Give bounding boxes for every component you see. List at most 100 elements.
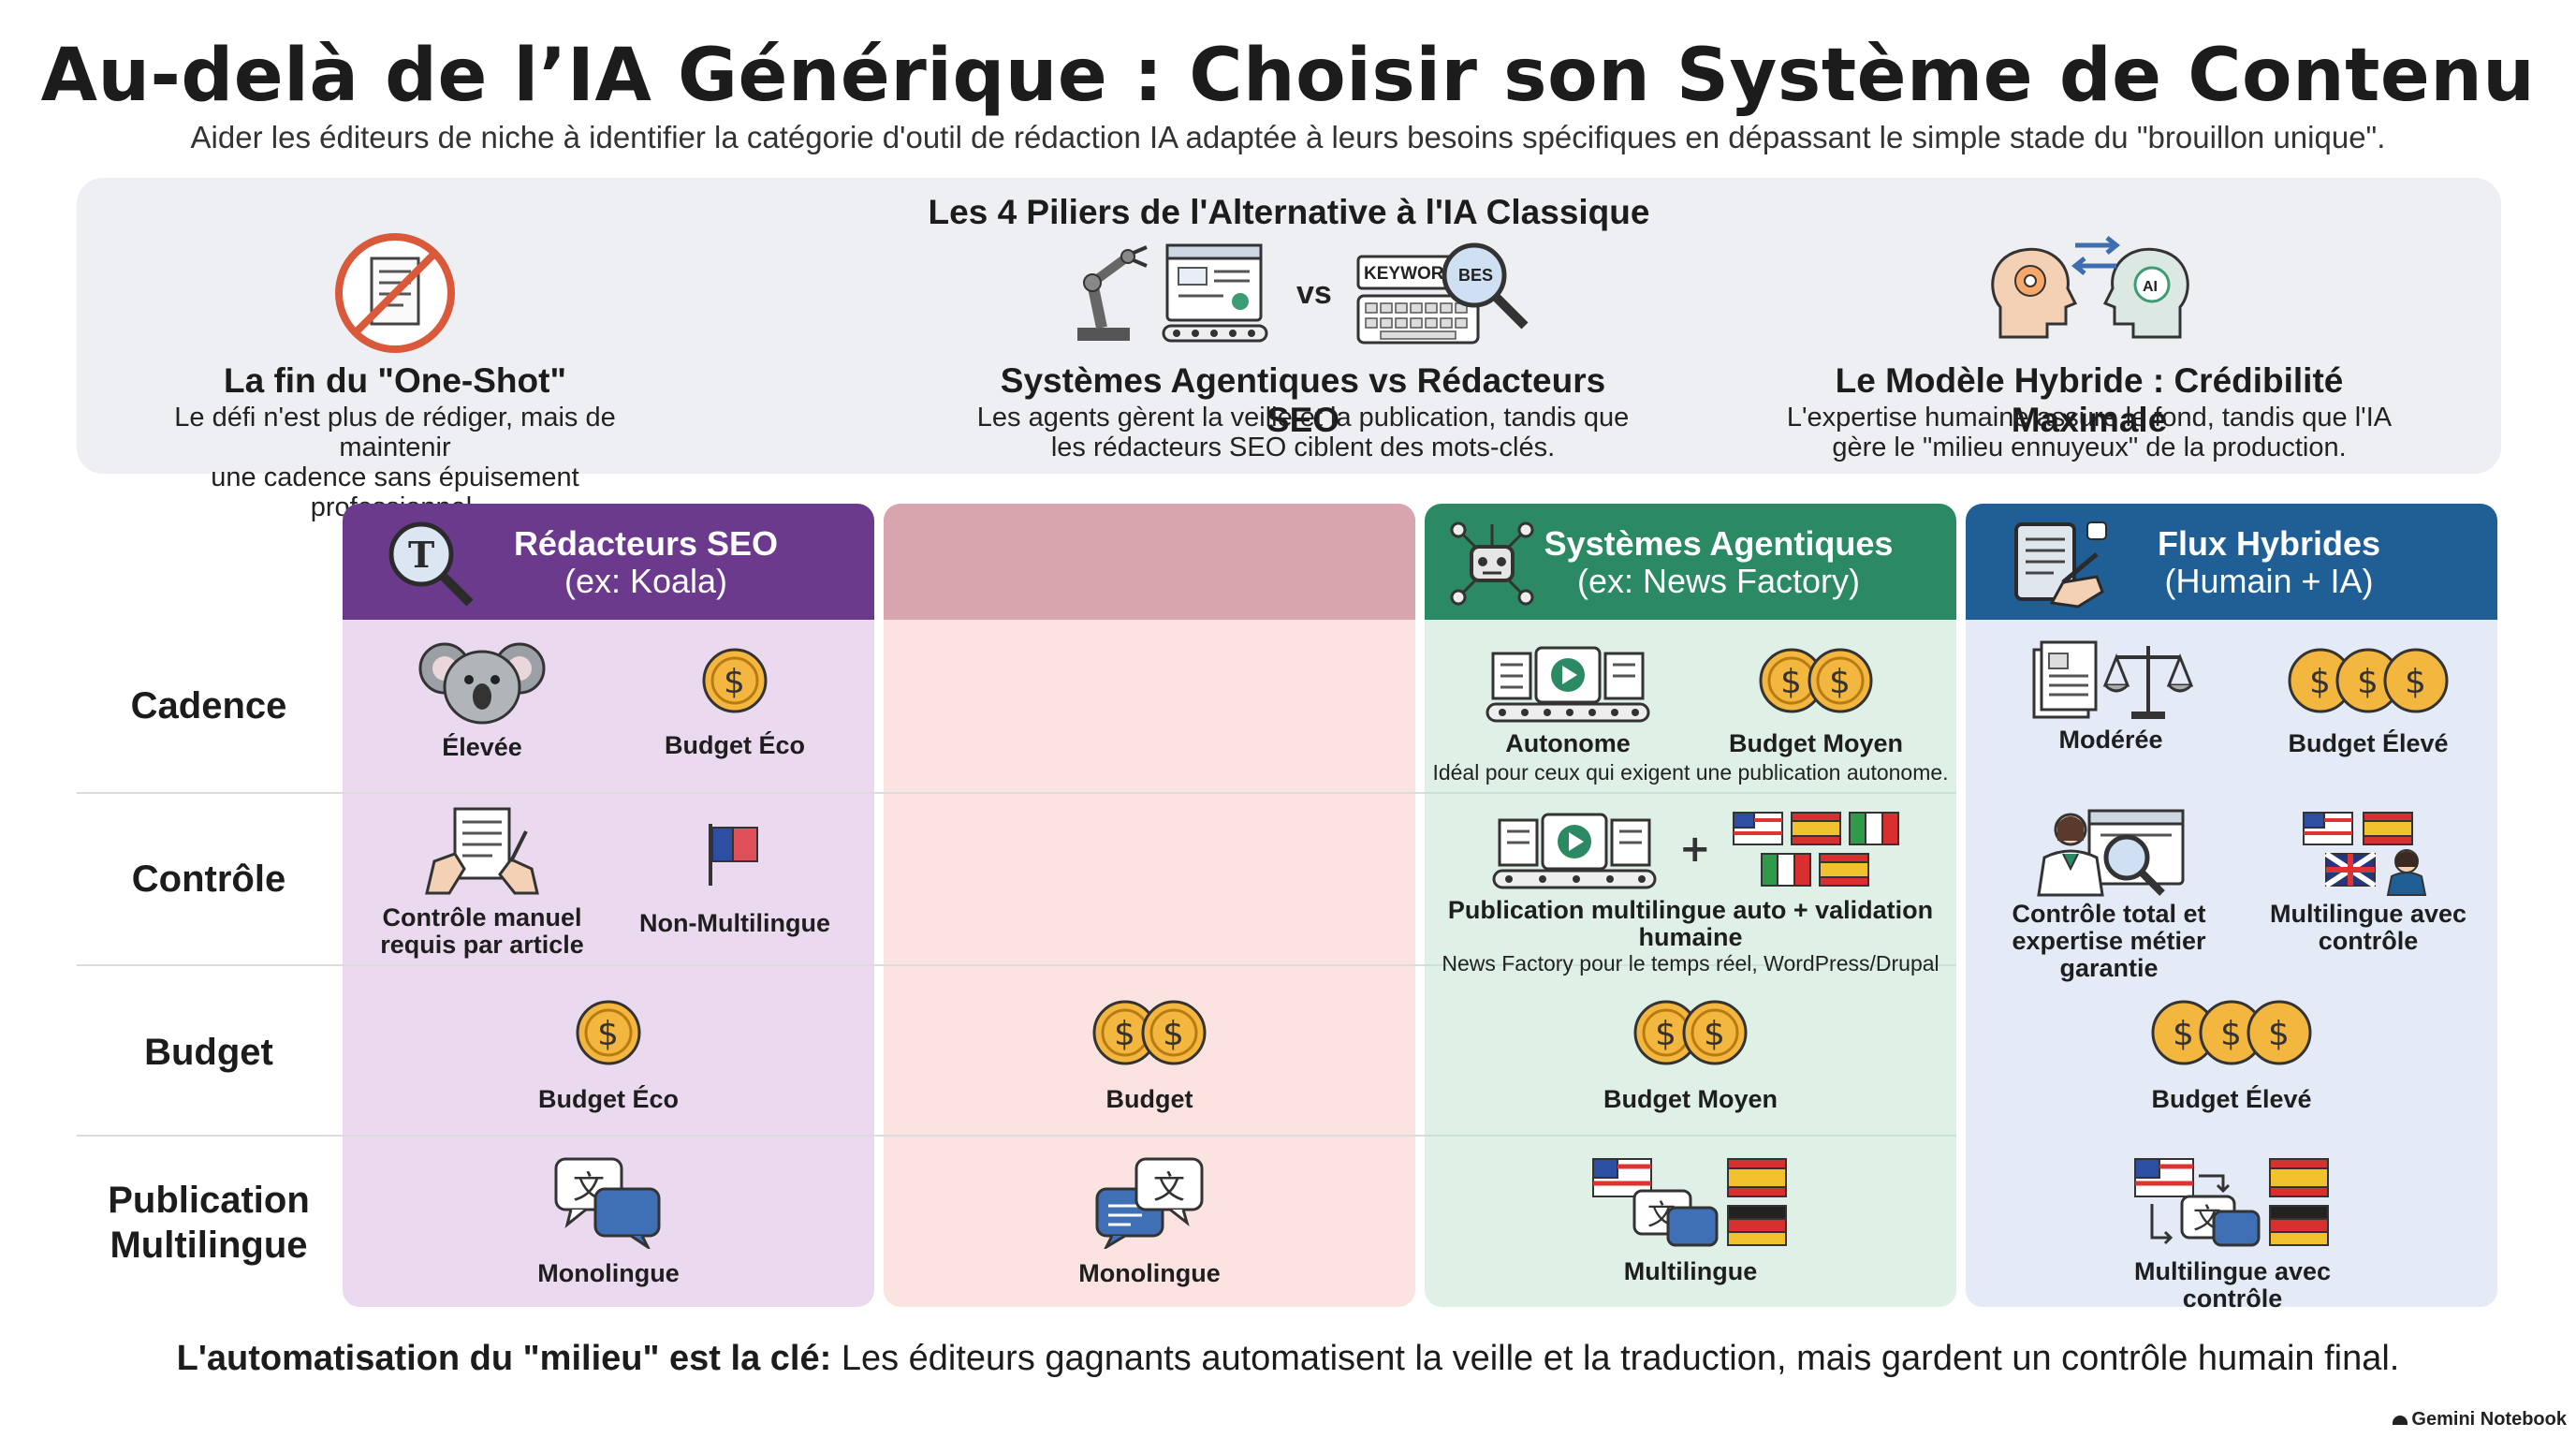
row-divider — [1425, 1135, 1956, 1137]
footer-takeaway: L'automatisation du "milieu" est la clé:… — [176, 1339, 2400, 1378]
pillar-title: Systèmes Agentiques vs Rédacteurs SEO — [1000, 361, 1606, 439]
translate-bubbles-icon: 文 — [554, 1157, 661, 1249]
column-title: Systèmes Agentiques — [1544, 524, 1894, 563]
row-divider — [1425, 792, 1956, 794]
svg-text:$: $ — [1704, 1015, 1725, 1053]
two-coins-icon: $$ — [1092, 1000, 1207, 1065]
column-subtitle: (ex: News Factory) — [1576, 562, 1861, 600]
pillar-desc: L'expertise humaine assure le fond, tand… — [1786, 403, 2393, 462]
svg-text:文: 文 — [1153, 1169, 1185, 1207]
conveyor-flags-icon: + — [1492, 812, 1899, 889]
column-header-empty — [884, 504, 1415, 620]
row-label-cadence: Cadence — [130, 685, 287, 726]
pillar-desc: Les agents gèrent la veille et la public… — [976, 403, 1630, 462]
svg-text:$: $ — [1829, 663, 1851, 701]
svg-text:AI: AI — [2143, 279, 2158, 295]
svg-text:$: $ — [1114, 1015, 1135, 1053]
expert-screen-icon — [2037, 809, 2185, 897]
column-hybrid: Flux Hybrides (Humain + IA) — [1966, 504, 2497, 1307]
hand-editing-icon — [425, 807, 539, 895]
column-budget-mono — [884, 504, 1415, 1307]
svg-text:$: $ — [2357, 663, 2378, 701]
agent-cadence-budget: $$ Budget Moyen — [1722, 646, 1910, 757]
svg-text:$: $ — [724, 663, 745, 701]
gemini-logo-icon — [2393, 1415, 2408, 1425]
svg-text:+: + — [1679, 828, 1711, 871]
row-divider — [77, 792, 1425, 794]
koala-icon — [418, 642, 546, 725]
hybrid-multi: 文 Multilingue avec contrôle — [2097, 1153, 2368, 1313]
svg-text:KEYWOR: KEYWOR — [1364, 264, 1444, 284]
flags-translate-icon: 文 — [1592, 1158, 1787, 1247]
document-scale-icon — [2032, 640, 2194, 719]
agent-cadence-note: Idéal pour ceux qui exigent une publicat… — [1432, 760, 1949, 785]
seo-budget: $ Budget Éco — [515, 998, 702, 1113]
pillars-panel: Les 4 Piliers de l'Alternative à l'IA Cl… — [77, 178, 2501, 522]
column-header-seo: T Rédacteurs SEO (ex: Koala) — [343, 504, 874, 620]
magnifier-t-icon: T — [384, 517, 477, 615]
seo-cadence-koala: Élevée — [402, 637, 562, 761]
robot-network-icon — [1445, 517, 1539, 615]
agent-controle-multi-auto: + Publication multilingue auto + validat… — [1432, 809, 1949, 976]
pillar-title: Le Modèle Hybride : Crédibilité Maximale — [1835, 361, 2344, 439]
column-subtitle: (Humain + IA) — [2164, 562, 2374, 600]
column-title: Rédacteurs SEO — [513, 524, 779, 563]
tablet-pen-icon — [2007, 517, 2110, 615]
column-agentic: Systèmes Agentiques (ex: News Factory) — [1425, 504, 1956, 1307]
hybrid-budget: $$$ Budget Élevé — [2129, 998, 2334, 1113]
two-coins-icon: $$ — [1633, 1000, 1748, 1065]
svg-text:BES: BES — [1458, 266, 1493, 285]
seo-controle-nonmulti: Non-Multilingue — [637, 820, 833, 937]
pillar-one-shot: La fin du "One-Shot" Le défi n'est plus … — [152, 178, 638, 522]
svg-text:$: $ — [2220, 1015, 2242, 1053]
row-divider — [77, 964, 1425, 966]
pillar-agents-vs-seo: vs KEYWOR BES Systèmes Agentiques vs Réd… — [975, 178, 1631, 474]
hybrid-cadence-budget: $$$ Budget Élevé — [2265, 646, 2471, 757]
conveyor-video-icon — [1486, 646, 1650, 723]
column-title: Flux Hybrides — [2157, 524, 2381, 563]
translate-bubbles-icon: 文 — [1095, 1157, 1204, 1249]
page-subtitle: Aider les éditeurs de niche à identifier… — [190, 120, 2386, 154]
two-coins-icon: $$ — [1759, 648, 1873, 713]
svg-text:$: $ — [1655, 1015, 1676, 1053]
svg-text:$: $ — [1163, 1015, 1184, 1053]
svg-text:$: $ — [2405, 663, 2426, 701]
column-header-hybrid: Flux Hybrides (Humain + IA) — [1966, 504, 2497, 620]
three-coins-icon: $ $ $ — [2288, 648, 2449, 713]
row-divider — [1425, 964, 1956, 966]
vs-label: vs — [1296, 275, 1332, 311]
seo-cadence-budget: $ Budget Éco — [655, 646, 814, 759]
agent-cadence-autonome: Autonome — [1460, 646, 1676, 757]
svg-text:T: T — [408, 534, 434, 576]
pillars-title: Les 4 Piliers de l'Alternative à l'IA Cl… — [928, 193, 1650, 231]
pink-multi: 文 Monolingue — [1056, 1155, 1243, 1287]
column-subtitle: (ex: Koala) — [564, 562, 728, 600]
svg-text:$: $ — [2309, 663, 2331, 701]
flag-icon — [709, 824, 758, 886]
column-header-agentic: Systèmes Agentiques (ex: News Factory) — [1425, 504, 1956, 620]
seo-multi: 文 Monolingue — [515, 1155, 702, 1287]
flags-person-icon — [2303, 812, 2427, 896]
robot-vs-keyboard-icon: vs KEYWOR BES — [1074, 236, 1532, 353]
flags-translate-cycle-icon: 文 — [2134, 1158, 2329, 1247]
pillar-title: La fin du "One-Shot" — [224, 361, 566, 400]
row-label-budget: Budget — [144, 1032, 273, 1073]
hybrid-cadence-moderee: Modérée — [2022, 640, 2200, 754]
svg-text:$: $ — [597, 1015, 619, 1053]
svg-text:$: $ — [1780, 663, 1802, 701]
coin-icon: $ — [702, 648, 768, 713]
svg-text:$: $ — [2173, 1015, 2194, 1053]
three-coins-icon: $ $ $ — [2151, 1000, 2312, 1065]
pillar-hybrid-model: AI Le Modèle Hybride : Crédibilité Maxim… — [1762, 178, 2417, 474]
row-label-controle: Contrôle — [131, 858, 286, 900]
pink-budget: $$ Budget — [1056, 998, 1243, 1113]
svg-text:$: $ — [2268, 1015, 2290, 1053]
human-ai-exchange-icon: AI — [1982, 227, 2197, 353]
agent-budget: $$ Budget Moyen — [1597, 998, 1784, 1113]
page-title: Au-delà de l’IA Générique : Choisir son … — [40, 34, 2536, 118]
row-divider — [77, 1135, 1425, 1137]
